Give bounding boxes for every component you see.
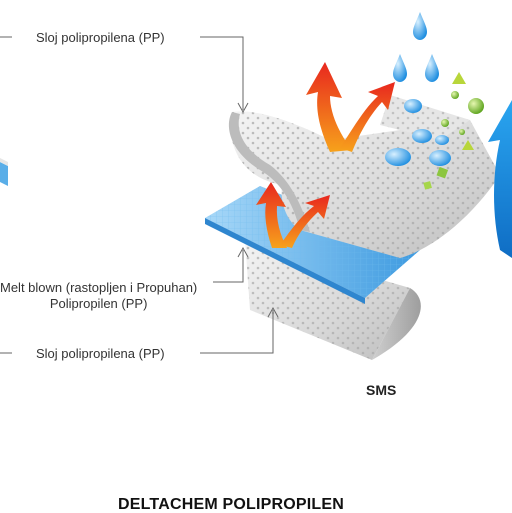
bottom-pp-layer: [245, 240, 421, 360]
air-arrow-icon: [488, 100, 512, 258]
particle-icon: [423, 72, 484, 190]
meltblown-layer-label: Melt blown (rastopljen i Propuhan) Polip…: [0, 280, 197, 312]
bottom-layer-label: Sloj polipropilena (PP): [36, 346, 165, 361]
heat-arrow-icon: [256, 182, 330, 248]
meltblown-layer: [205, 186, 420, 304]
sms-label: SMS: [366, 382, 397, 398]
leader-lines: [0, 36, 279, 354]
top-layer-label: Sloj polipropilena (PP): [36, 30, 165, 45]
meltblown-label-line2: Polipropilen (PP): [49, 296, 148, 311]
heat-arrow-icon: [306, 62, 395, 152]
water-droplet-icon: [385, 99, 451, 166]
swatch-fragment: [0, 158, 8, 186]
brand-title: DELTACHEM POLIPROPILEN: [118, 496, 345, 513]
meltblown-label-line1: Melt blown (rastopljen i Propuhan): [0, 280, 198, 295]
water-droplet-icon: [393, 12, 439, 82]
